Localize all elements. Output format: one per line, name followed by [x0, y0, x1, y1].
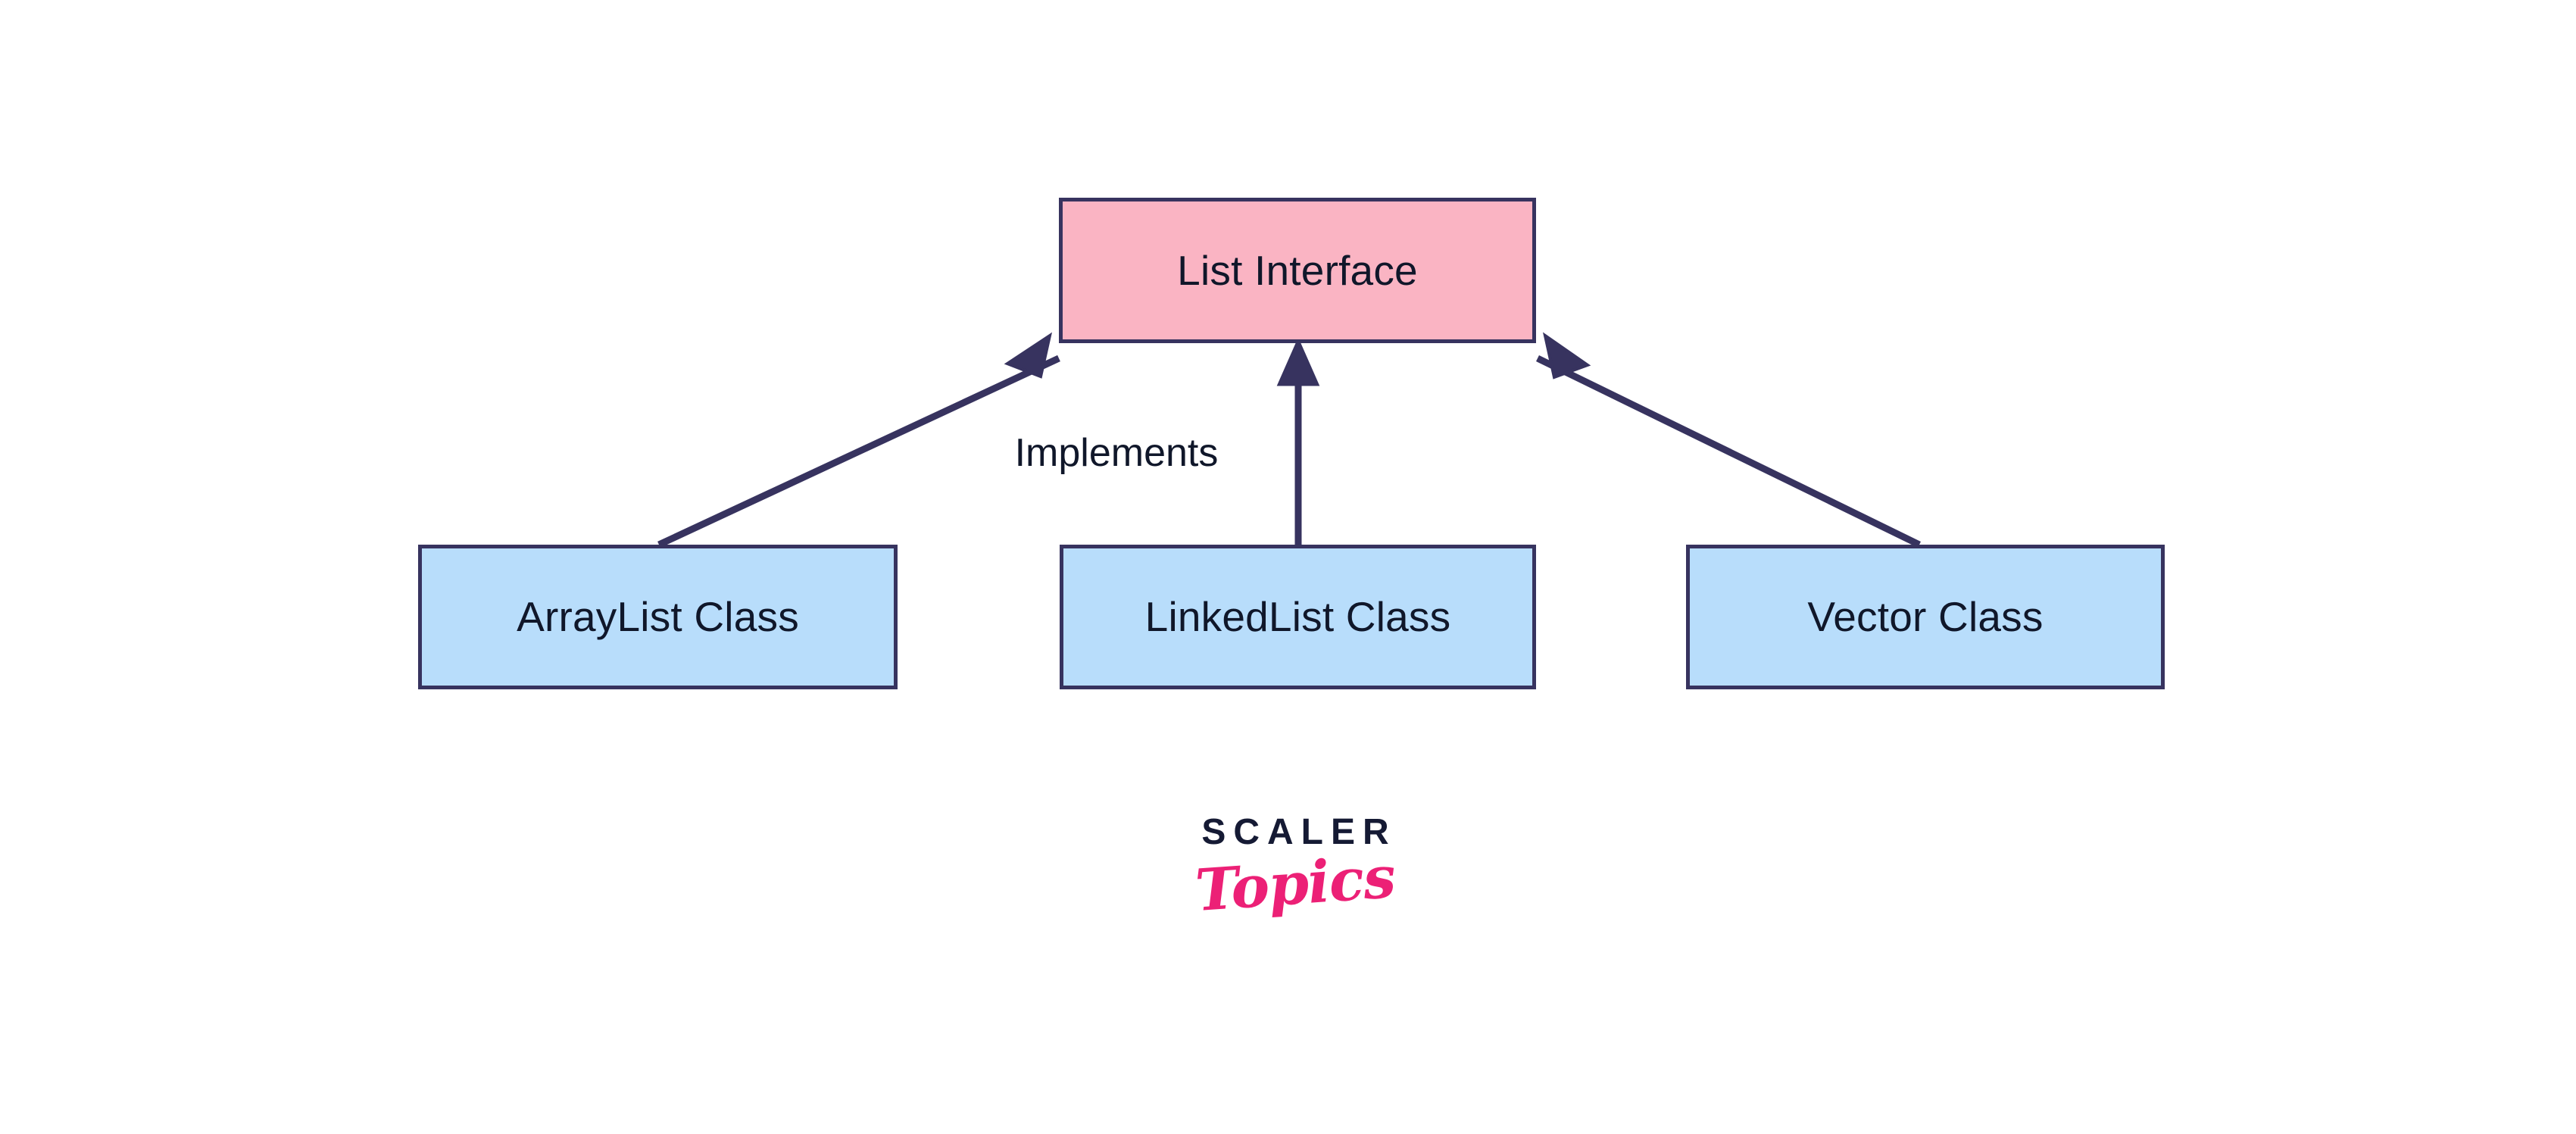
node-arraylist-class[interactable]: ArrayList Class	[418, 545, 898, 689]
node-linkedlist-class-label: LinkedList Class	[1144, 593, 1451, 640]
node-list-interface[interactable]: List Interface	[1059, 198, 1536, 343]
edge-vector-to-interface	[1536, 332, 1921, 548]
node-vector-class[interactable]: Vector Class	[1686, 545, 2165, 689]
node-arraylist-class-label: ArrayList Class	[517, 593, 799, 640]
logo-wordmark-scaler: SCALER	[1201, 812, 1397, 852]
edge-relationship-label: Implements	[1014, 431, 1219, 475]
edge-linkedlist-to-interface	[1276, 337, 1320, 545]
logo-wordmark-topics: Topics	[1193, 842, 1397, 925]
scaler-topics-logo: SCALER Topics	[1083, 812, 1507, 925]
node-linkedlist-class[interactable]: LinkedList Class	[1060, 545, 1536, 689]
node-vector-class-label: Vector Class	[1807, 593, 2044, 640]
node-list-interface-label: List Interface	[1177, 246, 1418, 294]
